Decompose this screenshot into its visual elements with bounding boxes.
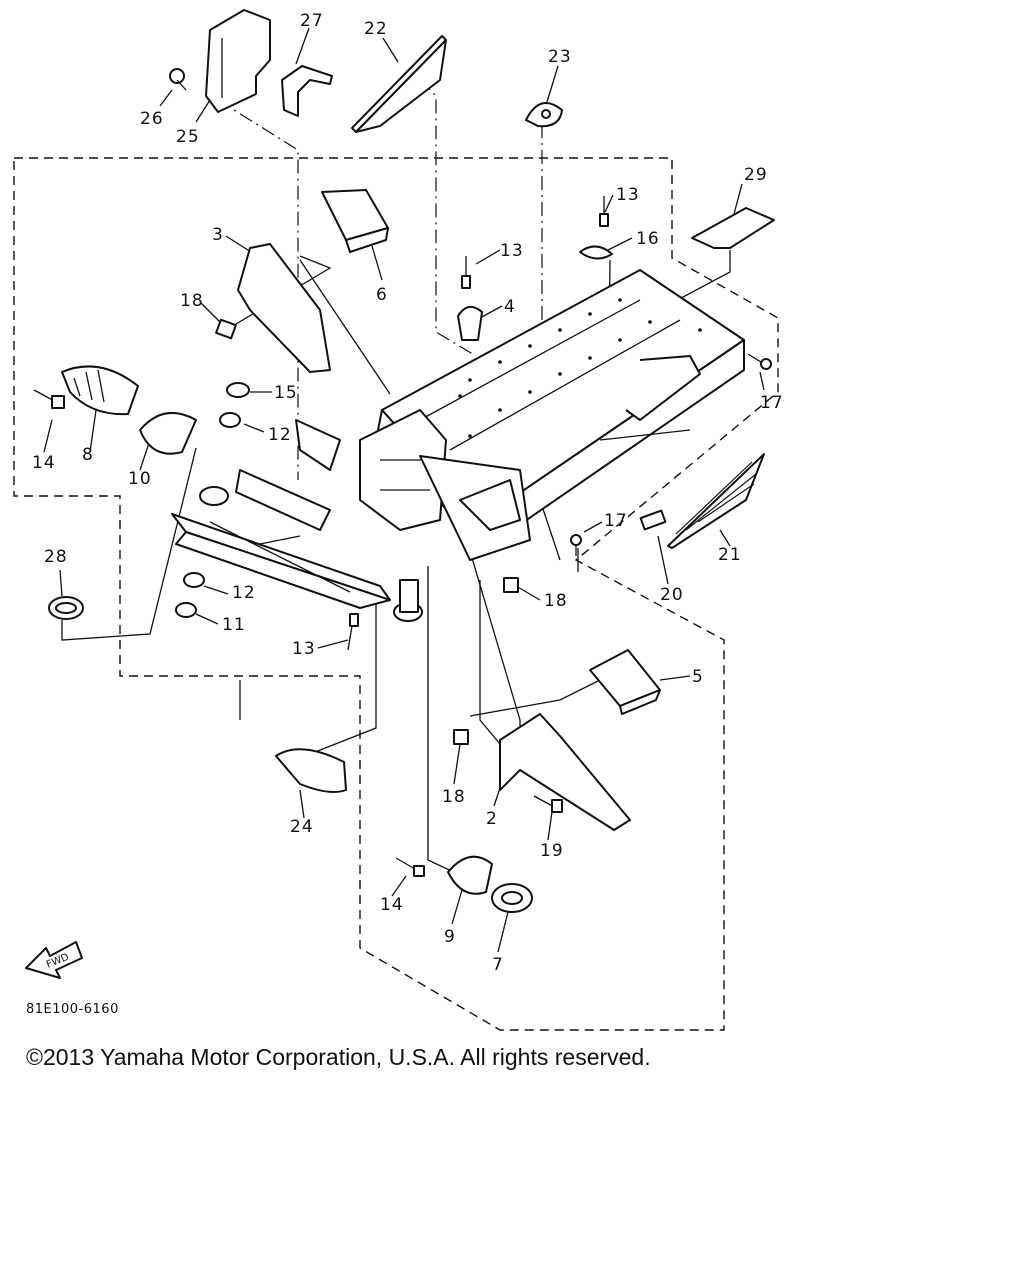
callout-22: 22: [364, 19, 388, 39]
callout-18-low: 18: [442, 787, 466, 807]
part-18-nut-top: [215, 318, 237, 340]
part-2-bracket: [499, 713, 631, 831]
part-27-bracket: [281, 65, 333, 117]
callout-10: 10: [128, 469, 152, 489]
callout-7: 7: [492, 955, 504, 975]
part-20-label: [639, 509, 667, 531]
part-22-decal: [351, 35, 447, 133]
callout-14-bottom: 14: [380, 895, 404, 915]
callout-13-low: 13: [292, 639, 316, 659]
part-13-screw-top: [599, 196, 609, 227]
part-29-plate: [691, 207, 775, 249]
callout-8: 8: [82, 445, 94, 465]
callout-13-mid: 13: [500, 241, 524, 261]
callout-2: 2: [486, 809, 498, 829]
callout-28: 28: [44, 547, 68, 567]
callout-21: 21: [718, 545, 742, 565]
callout-26: 26: [140, 109, 164, 129]
callout-24: 24: [290, 817, 314, 837]
part-3-bracket: [237, 243, 331, 373]
callout-4: 4: [504, 297, 516, 317]
part-6-mount: [321, 189, 389, 253]
part-19-bolt: [533, 795, 563, 813]
callout-17-right: 17: [760, 393, 784, 413]
part-8-boot: [61, 365, 139, 416]
part-4-grommet: [457, 305, 483, 341]
figure-code: 81E100-6160: [26, 1002, 119, 1017]
callout-12-bottom: 12: [232, 583, 256, 603]
exploded-parts-diagram: FWD 27 22 23 26 25 29 13 13 16 3 6 18 4 …: [13, 9, 784, 1031]
fwd-arrow-icon: FWD: [25, 941, 83, 979]
callout-20: 20: [660, 585, 684, 605]
part-13-screw-low: [347, 613, 359, 651]
callout-5: 5: [692, 667, 704, 687]
part-18-nut-mid: [503, 577, 519, 593]
callout-18-top: 18: [180, 291, 204, 311]
part-25-bracket: [205, 9, 271, 113]
callout-11: 11: [222, 615, 246, 635]
callout-27: 27: [300, 11, 324, 31]
callout-16: 16: [636, 229, 660, 249]
part-18-nut-low: [453, 729, 469, 745]
callout-6: 6: [376, 285, 388, 305]
main-frame: [171, 269, 745, 622]
part-24-cover: [275, 748, 347, 793]
part-5-mount: [589, 649, 661, 715]
part-11-collar: [175, 602, 197, 618]
callout-15: 15: [274, 383, 298, 403]
callout-3: 3: [212, 225, 224, 245]
callout-labels: 27 22 23 26 25 29 13 13 16 3 6 18 4 17 1…: [32, 11, 784, 975]
callout-12-top: 12: [268, 425, 292, 445]
part-10-plate: [139, 412, 197, 455]
part-21-decal: [667, 453, 765, 549]
part-9-plate: [447, 855, 493, 895]
callout-23: 23: [548, 47, 572, 67]
callout-29: 29: [744, 165, 768, 185]
part-7-cap: [491, 883, 533, 913]
callout-13-top: 13: [616, 185, 640, 205]
part-12-bushing-top: [219, 412, 241, 428]
callout-9: 9: [444, 927, 456, 947]
part-14-bolt-left: [33, 389, 65, 409]
callout-18-mid: 18: [544, 591, 568, 611]
part-15-collar: [226, 382, 250, 398]
assembly-boundary-lines: [13, 157, 779, 1031]
callout-25: 25: [176, 127, 200, 147]
part-16-clip: [579, 245, 613, 260]
part-26-bolt: [169, 68, 187, 91]
part-23-grommet: [525, 101, 563, 128]
part-17-bolt-right: [747, 353, 772, 370]
callout-14-left: 14: [32, 453, 56, 473]
part-12-bushing-bottom: [183, 572, 205, 588]
part-14-bolt-bottom: [395, 857, 425, 877]
callout-17-mid: 17: [604, 511, 628, 531]
callout-19: 19: [540, 841, 564, 861]
copyright-notice: ©2013 Yamaha Motor Corporation, U.S.A. A…: [26, 1044, 651, 1070]
part-28-seal: [48, 596, 84, 620]
part-17-bolt-mid: [570, 534, 582, 556]
part-13-screw-mid: [461, 256, 471, 289]
